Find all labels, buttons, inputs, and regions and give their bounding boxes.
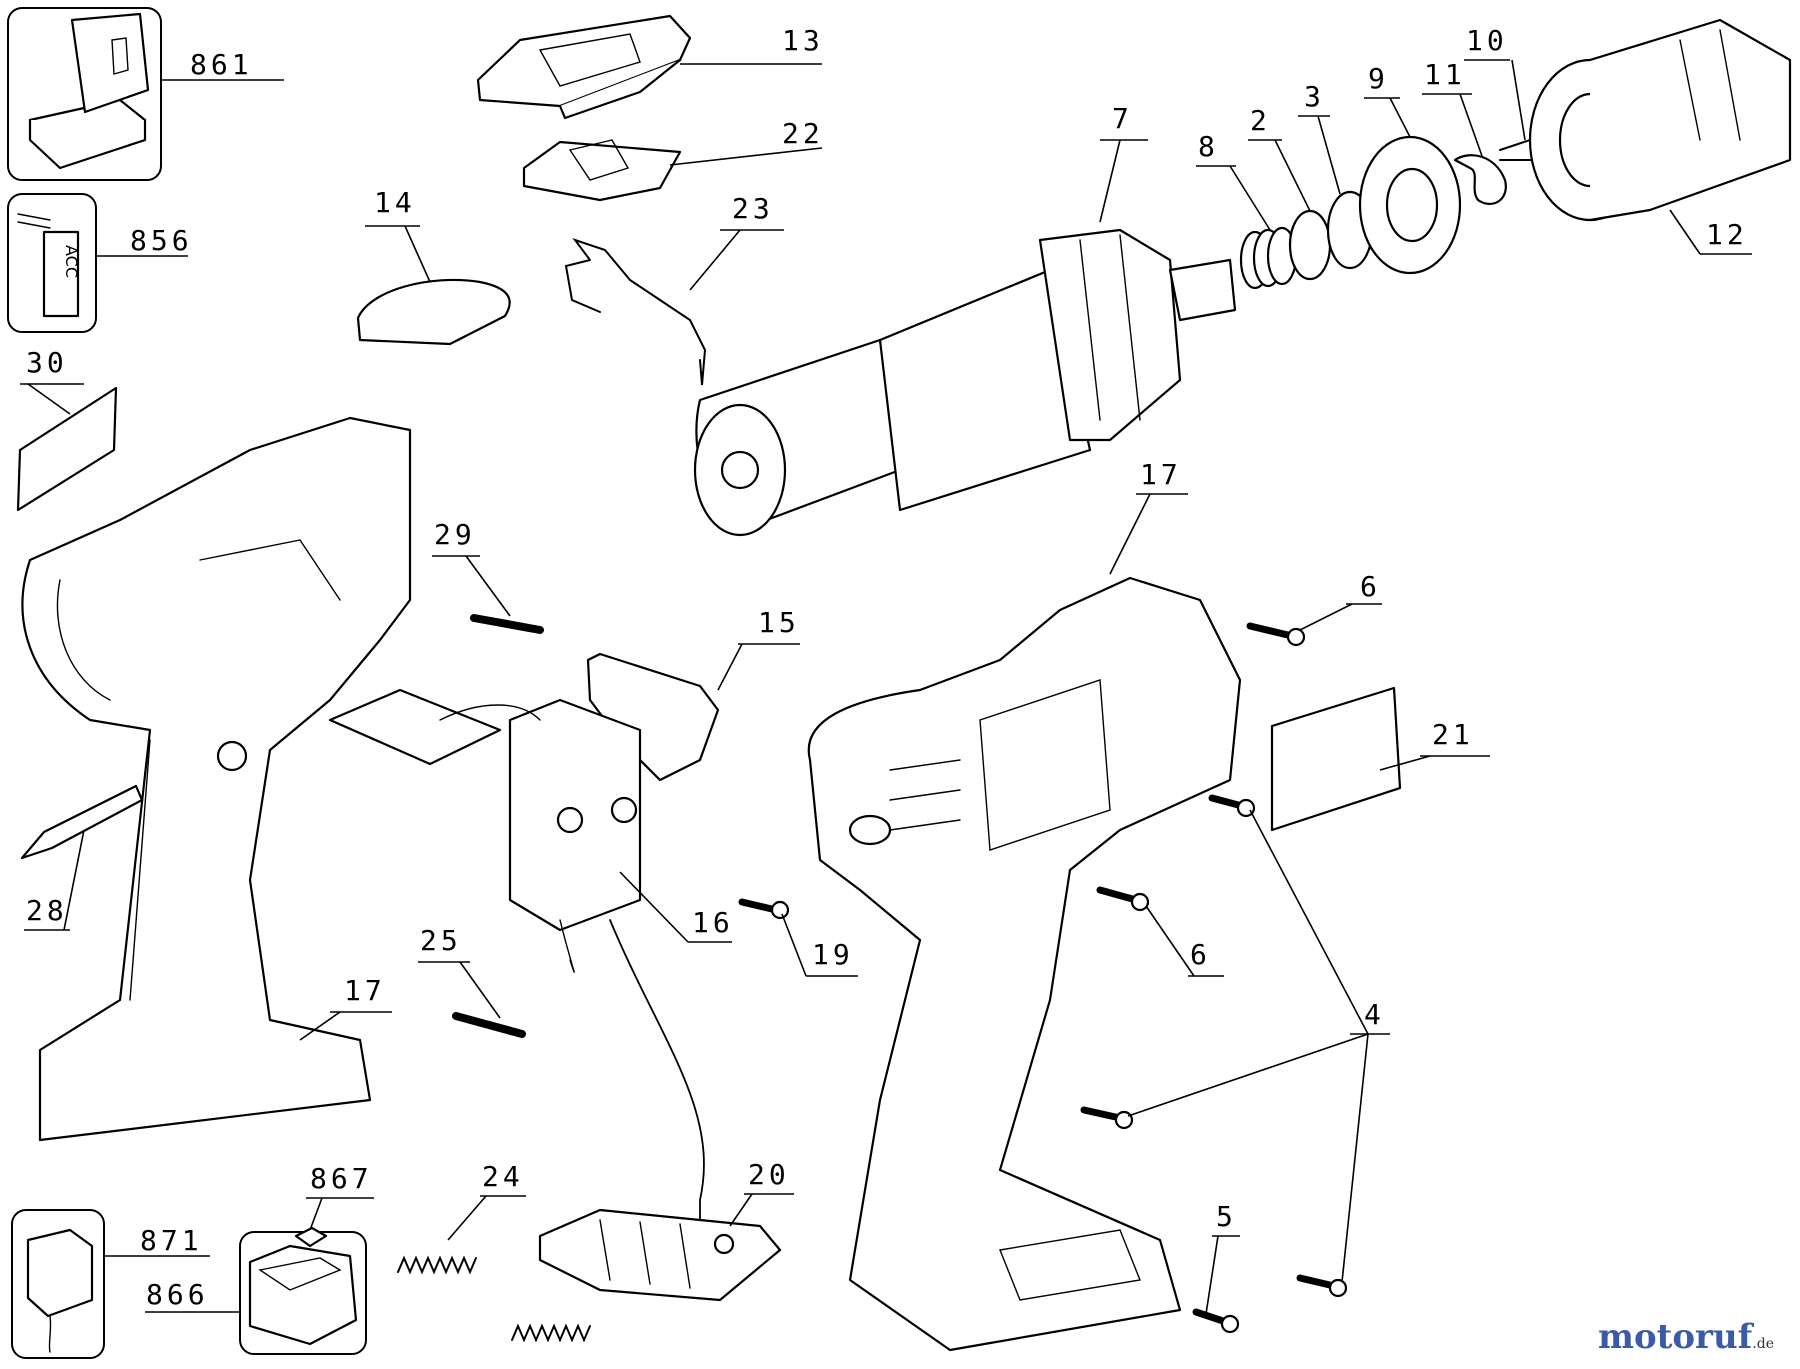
label-871: 871 (140, 1224, 203, 1257)
part-24-springs (397, 1255, 591, 1343)
part-12-chuck-collar (1528, 18, 1792, 222)
part-23-wire-spring (564, 238, 707, 386)
label-6a: 6 (1360, 570, 1381, 603)
part-19-screw (738, 898, 780, 914)
label-856: 856 (130, 224, 193, 257)
part-8-spring (1239, 226, 1298, 290)
label-6b: 6 (1190, 938, 1211, 971)
part-6-screw-lower (1096, 886, 1140, 904)
brand-watermark: motoruf.de (1598, 1317, 1774, 1357)
part-856-acc-inset: ACC (7, 193, 97, 333)
part-7-motor-gearbox (693, 228, 1237, 537)
part-20-terminal-block (538, 1208, 782, 1302)
label-15: 15 (758, 606, 800, 639)
label-20: 20 (748, 1158, 790, 1191)
label-28: 28 (26, 894, 68, 927)
brand-name: motoruf (1598, 1317, 1753, 1357)
part-13-top-cover (476, 14, 692, 120)
part-2-ring (1288, 209, 1332, 281)
part-17-right-housing (807, 576, 1242, 1352)
label-25: 25 (420, 924, 462, 957)
label-16: 16 (692, 906, 734, 939)
part-16-switch (328, 688, 705, 1221)
label-5: 5 (1216, 1200, 1237, 1233)
label-12: 12 (1706, 218, 1748, 251)
label-22: 22 (782, 117, 824, 150)
brand-tld: .de (1752, 1336, 1774, 1352)
label-14: 14 (374, 186, 416, 219)
label-30: 30 (26, 346, 68, 379)
label-29: 29 (434, 518, 476, 551)
label-24: 24 (482, 1160, 524, 1193)
part-6-screw-upper (1246, 622, 1296, 640)
part-5-screw (1192, 1308, 1230, 1326)
part-9-washer (1358, 135, 1462, 275)
label-17b: 17 (1140, 458, 1182, 491)
label-9: 9 (1368, 62, 1389, 95)
part-28-bit (20, 784, 144, 860)
label-21: 21 (1432, 718, 1474, 751)
part-4-screws (1080, 794, 1348, 1298)
label-19: 19 (812, 938, 854, 971)
part-21-label (1270, 686, 1402, 832)
label-3: 3 (1304, 80, 1325, 113)
part-17-left-housing (21, 416, 412, 1142)
part-15-trigger (586, 652, 720, 782)
label-23: 23 (732, 192, 774, 225)
part-25-pin (452, 1012, 526, 1038)
label-4: 4 (1364, 998, 1385, 1031)
part-22-plate (522, 139, 682, 202)
label-10: 10 (1466, 24, 1508, 57)
part-29-pin (470, 614, 544, 634)
label-8: 8 (1198, 130, 1219, 163)
label-2: 2 (1250, 104, 1271, 137)
label-867: 867 (310, 1162, 373, 1195)
part-14-cap (356, 278, 511, 346)
label-13: 13 (782, 24, 824, 57)
label-17a: 17 (344, 974, 386, 1007)
part-11-clip (1453, 154, 1507, 205)
part-871-charger-inset (11, 1209, 105, 1359)
label-861: 861 (190, 48, 253, 81)
part-30-label (16, 386, 118, 512)
part-861-case-inset (7, 7, 162, 181)
label-11: 11 (1424, 58, 1466, 91)
acc-label: ACC (62, 245, 81, 278)
label-866: 866 (146, 1278, 209, 1311)
label-7: 7 (1112, 102, 1133, 135)
part-866-battery-inset (239, 1226, 367, 1355)
